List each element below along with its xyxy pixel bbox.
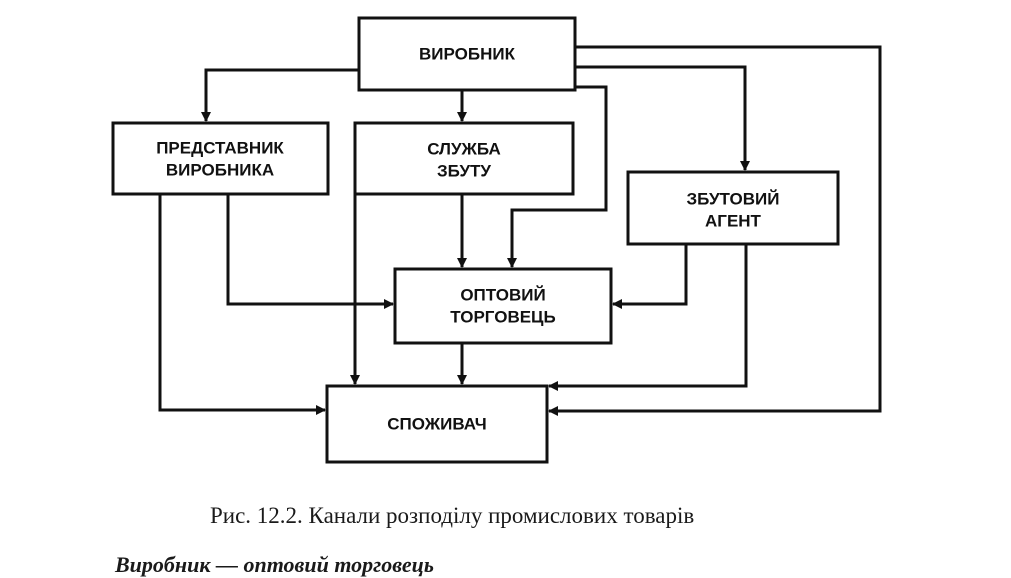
node-representative-label-line2: ВИРОБНИКА (166, 160, 274, 179)
node-sales-agent-label-line2: АГЕНТ (705, 211, 762, 230)
node-wholesaler-box (393, 267, 613, 345)
arrow-manufacturer-to-consumer (548, 45, 882, 416)
node-sales-agent-box (626, 170, 840, 246)
node-wholesaler-label-line2: ТОРГОВЕЦЬ (450, 307, 555, 326)
node-sales-service-box (353, 121, 575, 196)
node-sales-agent-label-line1: ЗБУТОВИЙ (687, 189, 780, 208)
node-consumer: СПОЖИВАЧ (325, 384, 549, 464)
node-consumer-label: СПОЖИВАЧ (387, 414, 486, 433)
arrow-sales-agent-to-consumer (548, 244, 748, 391)
node-sales-service: СЛУЖБА ЗБУТУ (353, 121, 575, 196)
node-representative-box (111, 121, 330, 196)
node-sales-agent: ЗБУТОВИЙ АГЕНТ (626, 170, 840, 246)
arrow-manufacturer-to-sales-agent (575, 65, 750, 171)
node-sales-service-label-line2: ЗБУТУ (437, 161, 491, 180)
arrow-representative-to-wholesaler (226, 194, 394, 309)
arrow-representative-to-consumer (158, 194, 326, 415)
node-manufacturer-box (357, 16, 577, 92)
figure-caption: Рис. 12.2. Канали розподілу промислових … (210, 503, 695, 528)
body-text-next-line: Виробник — оптовий торговець (115, 552, 434, 577)
node-sales-service-label-line1: СЛУЖБА (427, 139, 501, 158)
node-consumer-box (325, 384, 549, 464)
node-manufacturer-label: ВИРОБНИК (419, 44, 516, 63)
node-wholesaler-label-line1: ОПТОВИЙ (460, 285, 545, 304)
node-representative-label-line1: ПРЕДСТАВНИК (156, 138, 284, 157)
arrow-sales-agent-to-wholesaler (612, 244, 688, 309)
node-manufacturer: ВИРОБНИК (357, 16, 577, 92)
node-wholesaler: ОПТОВИЙ ТОРГОВЕЦЬ (393, 267, 613, 345)
arrow-manufacturer-to-wholesaler (507, 85, 608, 268)
node-representative: ПРЕДСТАВНИК ВИРОБНИКА (111, 121, 330, 196)
connector-lines (158, 45, 882, 416)
arrow-manufacturer-to-representative (201, 68, 359, 122)
